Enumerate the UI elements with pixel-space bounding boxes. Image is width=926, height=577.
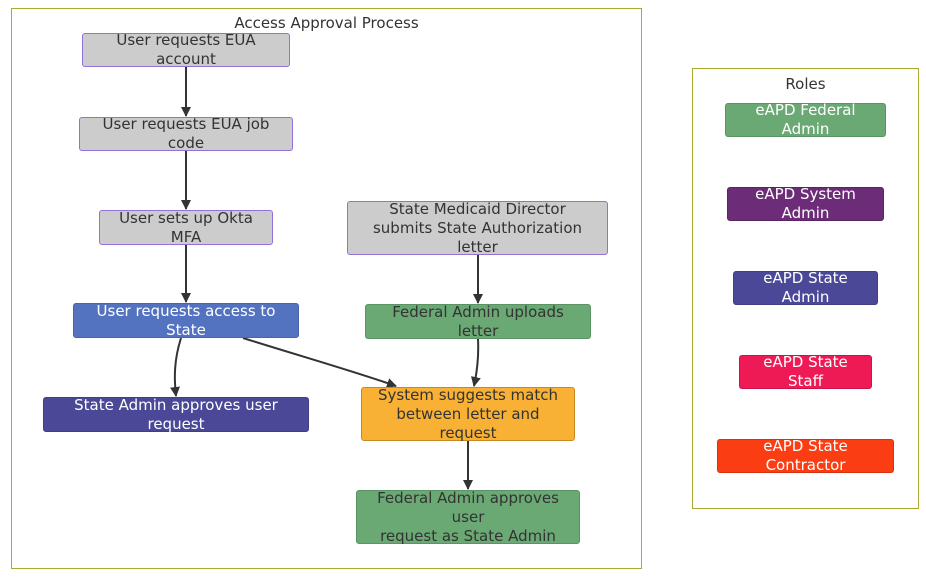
node-user-sets-up-okta-mfa: User sets up Okta MFA: [99, 209, 273, 246]
node-system-suggests-match: System suggests match between letter and…: [361, 386, 575, 442]
node-user-requests-eua-account: User requests EUA account: [82, 31, 290, 68]
node-federal-admin-uploads-letter: Federal Admin uploads letter: [365, 303, 591, 340]
node-federal-admin-approves-user-request: Federal Admin approves user request as S…: [356, 489, 580, 545]
roles-cluster: Roles: [692, 68, 919, 509]
edge-federal-uploads-to-system: [470, 338, 481, 387]
node-state-medicaid-director: State Medicaid Director submits State Au…: [347, 200, 608, 256]
node-user-requests-eua-job-code: User requests EUA job code: [79, 115, 293, 152]
roles-title: Roles: [785, 75, 826, 93]
role-eapd-state-admin: eAPD State Admin: [733, 269, 878, 306]
role-eapd-federal-admin: eAPD Federal Admin: [725, 101, 886, 138]
access-approval-process-cluster: Access Approval Process: [11, 8, 642, 569]
edge-access-state-to-state-admin: [170, 337, 182, 397]
access-approval-process-title: Access Approval Process: [234, 14, 419, 32]
edge-access-state-to-system: [242, 337, 397, 388]
role-eapd-state-contractor: eAPD State Contractor: [717, 437, 894, 474]
role-eapd-system-admin: eAPD System Admin: [727, 185, 884, 222]
node-user-requests-access-to-state: User requests access to State: [73, 302, 299, 339]
role-eapd-state-staff: eAPD State Staff: [739, 353, 872, 390]
node-state-admin-approves-user-request: State Admin approves user request: [43, 396, 309, 433]
